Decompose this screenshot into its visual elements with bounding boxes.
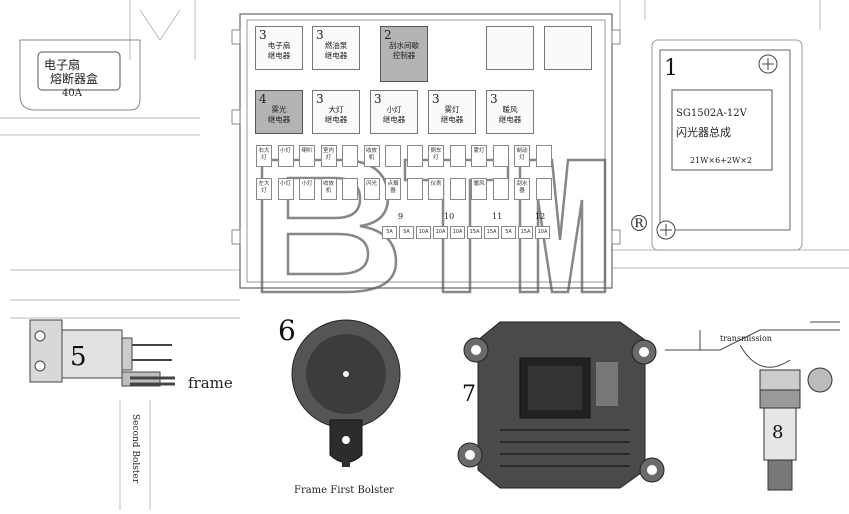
fuse-box-outline <box>19 39 141 111</box>
fuse-box-line2: 熔断器盒 <box>50 72 99 86</box>
part-5-side-label: Second Bolster <box>130 414 140 484</box>
relay-label: 小灯继电器 <box>382 105 406 124</box>
small-fuse: 5A <box>399 226 414 239</box>
fuse-fuse_row2-11 <box>492 178 509 200</box>
fuse-fuse_row2-1: 小灯 <box>277 178 294 200</box>
fuse-fuse_row2-0: 左大灯 <box>256 178 272 200</box>
flasher-number: 1 <box>664 56 678 81</box>
relay-label: 暖风继电器 <box>498 105 522 124</box>
fuse-fuse_row1-8: 倒车灯 <box>428 145 444 167</box>
fuse-fuse_row1-12: 制动灯 <box>514 145 530 167</box>
fuse-fuse_row1-0: 右大灯 <box>256 145 272 167</box>
small-fuse: 10A <box>416 226 431 239</box>
part-6-caption: Frame First Bolster <box>294 485 394 496</box>
fuse-fuse_row1-13 <box>535 145 552 167</box>
relay-number: 3 <box>259 28 267 42</box>
relay-number: 3 <box>490 92 498 106</box>
fuse-group-number: 10 <box>444 212 455 221</box>
relay-label: 雾光继电器 <box>267 105 291 124</box>
fuse-fuse_row2-3: 收放机 <box>320 178 337 200</box>
flasher-model: SG1502A-12V <box>676 108 747 119</box>
fuse-fuse_row1-4 <box>342 145 358 167</box>
part-6-number: 6 <box>278 314 296 347</box>
small-fuse: 10A <box>433 226 448 239</box>
fuse-fuse_row2-8: 仪表 <box>428 178 444 200</box>
fuse-fuse_row2-4 <box>342 178 358 200</box>
fuse-fuse_row1-10: 雾灯 <box>471 145 487 167</box>
buzzer-part-6 <box>291 319 401 467</box>
relay-label: 燃油泵继电器 <box>324 41 348 60</box>
small-fuse: 15A <box>518 226 533 239</box>
relay-number: 4 <box>259 92 267 106</box>
fuse-fuse_row1-11 <box>492 145 509 167</box>
fuse-fuse_row2-2: 小灯 <box>299 178 315 200</box>
fuse-fuse_row1-6 <box>385 145 401 167</box>
small-fuse: 10A <box>450 226 465 239</box>
part-5-label: frame <box>188 374 233 392</box>
fuse-fuse_row2-13 <box>535 178 552 200</box>
fuse-box-rating: 40A <box>62 88 82 99</box>
relay-label: 雾灯继电器 <box>440 105 464 124</box>
fuse-fuse_row2-7 <box>406 178 423 200</box>
ecu-part-7 <box>457 321 665 489</box>
relay-label: 电子扇继电器 <box>267 41 291 60</box>
fuse-fuse_row2-9 <box>449 178 466 200</box>
part-8-label: transmission <box>720 334 772 343</box>
registered-mark: ® <box>628 212 650 237</box>
flasher-outline <box>651 39 803 251</box>
relay-number: 3 <box>432 92 440 106</box>
part-7-number: 7 <box>462 382 476 407</box>
fuse-fuse_row1-3: 室内灯 <box>320 145 337 167</box>
relay-number: 3 <box>316 92 324 106</box>
small-fuse: 5A <box>382 226 397 239</box>
connector-part-5 <box>29 319 175 387</box>
flasher-spec: 21W×6+2W×2 <box>690 156 753 165</box>
fuse-fuse_row2-10: 暖风 <box>471 178 487 200</box>
small-fuse: 15A <box>467 226 482 239</box>
flasher-name: 闪光器总成 <box>676 126 731 139</box>
relay-number: 3 <box>374 92 382 106</box>
fuse-fuse_row1-7 <box>406 145 423 167</box>
part-5-number: 5 <box>70 342 87 372</box>
small-fuse: 5A <box>501 226 516 239</box>
relay-number: 3 <box>316 28 324 42</box>
relay-top-4 <box>544 26 592 70</box>
fuse-fuse_row1-9 <box>449 145 466 167</box>
fuse-group-number: 11 <box>492 212 503 221</box>
fuse-fuse_row2-12: 刮水器 <box>514 178 530 200</box>
fuse-group-number: 9 <box>398 212 404 221</box>
part-8-number: 8 <box>772 422 784 443</box>
fuse-fuse_row1-1: 小灯 <box>277 145 294 167</box>
small-fuse: 15A <box>484 226 499 239</box>
relay-label: 刮水间歇控制器 <box>389 41 419 60</box>
fuse-fuse_row2-6: 点烟器 <box>385 178 401 200</box>
fuse-fuse_row2-5: 闪光 <box>363 178 380 200</box>
relay-label: 大灯继电器 <box>324 105 348 124</box>
fuse-fuse_row1-2: 喇叭 <box>299 145 315 167</box>
relay-number: 2 <box>384 28 392 42</box>
fuse-group-number: 12 <box>535 212 546 221</box>
fuse-fuse_row1-5: 收放机 <box>363 145 380 167</box>
fuse-box-line1: 电子扇 <box>44 58 81 72</box>
sensor-part-8 <box>665 321 840 491</box>
relay-top-3 <box>486 26 534 70</box>
small-fuse: 10A <box>535 226 550 239</box>
